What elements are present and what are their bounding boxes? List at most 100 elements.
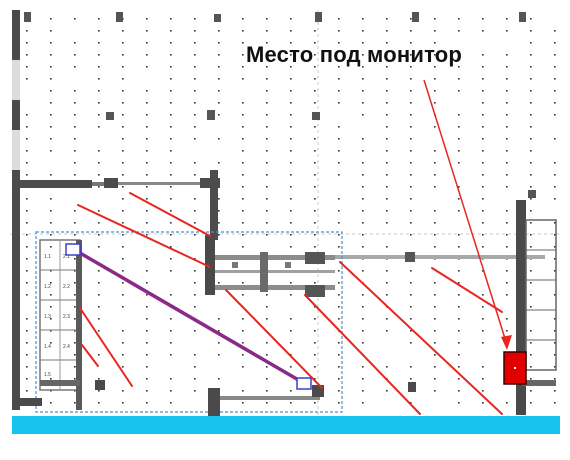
grid-dot <box>242 78 244 80</box>
grid-dot <box>266 354 268 356</box>
svg-text:2.4: 2.4 <box>63 344 70 350</box>
grid-dot <box>458 294 460 296</box>
grid-dot <box>482 318 484 320</box>
grid-dot <box>242 354 244 356</box>
grid-dot <box>242 174 244 176</box>
grid-dot <box>26 198 28 200</box>
grid-dot <box>506 66 508 68</box>
grid-dot <box>506 282 508 284</box>
grid-dot <box>410 270 412 272</box>
grid-dot <box>266 318 268 320</box>
grid-dot <box>242 366 244 368</box>
grid-dot <box>506 246 508 248</box>
grid-dot <box>482 402 484 404</box>
grid-dot <box>530 150 532 152</box>
grid-dot <box>26 258 28 260</box>
grid-dot <box>386 18 388 20</box>
grid-dot <box>410 378 412 380</box>
grid-dot <box>338 378 340 380</box>
grid-dot <box>386 78 388 80</box>
grid-dot <box>146 354 148 356</box>
grid-dot <box>530 282 532 284</box>
grid-dot <box>290 234 292 236</box>
grid-dot <box>482 390 484 392</box>
grid-dot <box>362 330 364 332</box>
grid-dot <box>242 330 244 332</box>
grid-dot <box>362 90 364 92</box>
grid-dot <box>386 162 388 164</box>
grid-dot <box>50 114 52 116</box>
grid-dot <box>506 174 508 176</box>
grid-dot <box>530 174 532 176</box>
grid-dot <box>410 162 412 164</box>
grid-dot <box>146 42 148 44</box>
grid-dot <box>266 30 268 32</box>
grid-dot <box>362 210 364 212</box>
grid-dot <box>434 354 436 356</box>
grid-dot <box>506 126 508 128</box>
grid-dot <box>194 78 196 80</box>
grid-dot <box>218 342 220 344</box>
grid-dot <box>50 126 52 128</box>
monitor-location-label: Место под монитор <box>246 42 462 68</box>
grid-dot <box>122 270 124 272</box>
grid-dot <box>290 390 292 392</box>
grid-dot <box>26 282 28 284</box>
grid-dot <box>194 198 196 200</box>
grid-dot <box>554 102 556 104</box>
grid-dot <box>314 162 316 164</box>
grid-dot <box>290 282 292 284</box>
grid-dot <box>482 246 484 248</box>
grid-dot <box>554 42 556 44</box>
grid-dot <box>338 162 340 164</box>
grid-dot <box>362 318 364 320</box>
grid-dot <box>434 342 436 344</box>
grid-dot <box>266 150 268 152</box>
grid-dot <box>410 222 412 224</box>
grid-dot <box>146 114 148 116</box>
grid-dot <box>290 318 292 320</box>
grid-dot <box>26 318 28 320</box>
grid-dot <box>170 126 172 128</box>
grid-dot <box>410 138 412 140</box>
grid-dot <box>290 246 292 248</box>
cable-route <box>66 244 311 389</box>
grid-dot <box>122 354 124 356</box>
grid-dot <box>482 234 484 236</box>
grid-dot <box>50 174 52 176</box>
grid-dot <box>458 198 460 200</box>
grid-dot <box>26 42 28 44</box>
cable-endpoint-square-icon <box>297 378 311 389</box>
grid-dot <box>194 234 196 236</box>
grid-dot <box>74 210 76 212</box>
grid-dot <box>194 306 196 308</box>
grid-dot <box>482 150 484 152</box>
grid-dot <box>530 402 532 404</box>
grid-dot <box>386 210 388 212</box>
grid-dot <box>410 294 412 296</box>
grid-dot <box>362 30 364 32</box>
grid-dot <box>146 30 148 32</box>
grid-dot <box>506 18 508 20</box>
grid-dot <box>266 378 268 380</box>
grid-dot <box>146 282 148 284</box>
grid-dot <box>98 330 100 332</box>
grid-dot <box>458 390 460 392</box>
grid-dot <box>386 150 388 152</box>
grid-dot <box>266 222 268 224</box>
grid-dot <box>194 378 196 380</box>
grid-dot <box>314 330 316 332</box>
grid-dot <box>98 210 100 212</box>
grid-dot <box>314 90 316 92</box>
grid-dot <box>122 234 124 236</box>
grid-dot <box>170 102 172 104</box>
grid-dot <box>410 78 412 80</box>
grid-dot <box>26 150 28 152</box>
grid-dot <box>554 114 556 116</box>
grid-dot <box>170 78 172 80</box>
grid-dot <box>170 90 172 92</box>
grid-dot <box>50 66 52 68</box>
grid-dot <box>338 270 340 272</box>
